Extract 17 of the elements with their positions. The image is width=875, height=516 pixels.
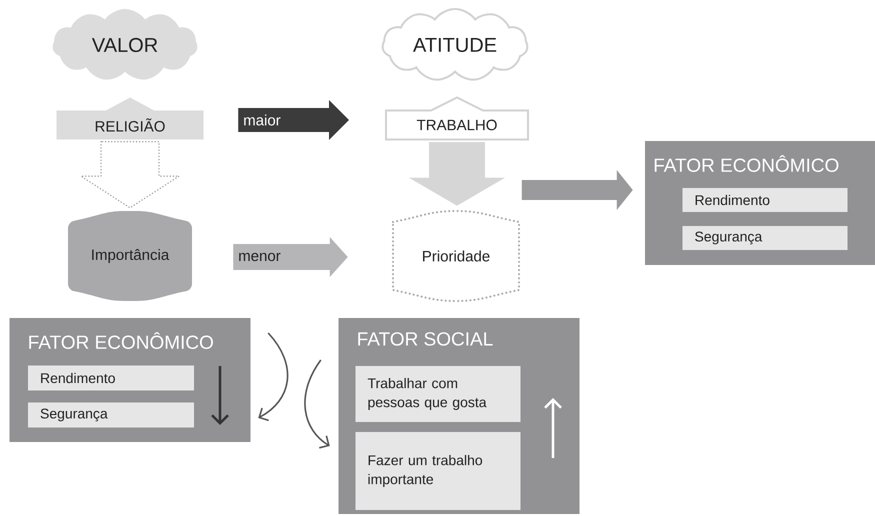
item-box: Trabalhar com pessoas que gosta: [356, 366, 520, 422]
block-arrow: [409, 142, 505, 206]
label-box: RELIGIÃO: [56, 98, 204, 140]
label-box: TRABALHO: [385, 96, 529, 140]
edge-label: menor: [237, 252, 282, 262]
item-box: Segurança: [28, 402, 194, 428]
item-box: Fazer um trabalho importante: [356, 432, 520, 510]
item-box: Rendimento: [682, 188, 848, 212]
item-box: Rendimento: [28, 366, 194, 390]
curved-arrow: [304, 360, 330, 449]
item-box: Segurança: [682, 226, 848, 250]
block-arrow: [78, 141, 182, 209]
dotted-wavy-box: Prioridade: [392, 210, 520, 302]
wavy-box: Importância: [68, 211, 192, 301]
curved-arrow: [258, 332, 288, 422]
edge-label: maior: [242, 113, 282, 126]
block-arrow: [522, 170, 633, 210]
